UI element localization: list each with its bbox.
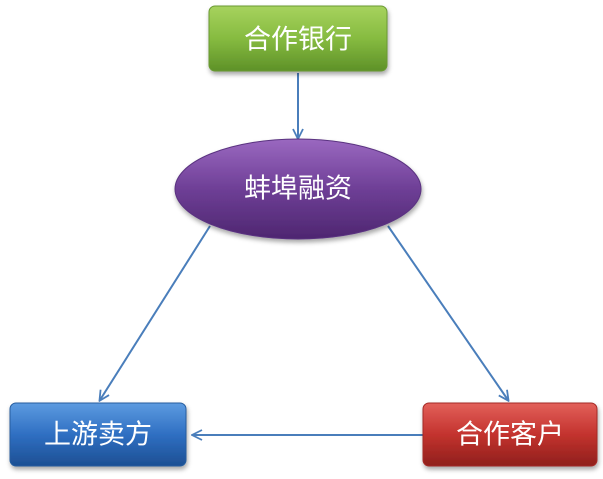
node-seller-label: 上游卖方 xyxy=(44,420,152,451)
edge-center-to-seller xyxy=(100,225,211,400)
node-center: 蚌埠融资 xyxy=(174,138,422,240)
node-seller: 上游卖方 xyxy=(9,402,187,467)
node-customer-label: 合作客户 xyxy=(456,420,564,451)
edge-center-to-customer xyxy=(387,225,508,400)
edges xyxy=(100,73,508,435)
node-bank-label: 合作银行 xyxy=(244,25,352,56)
node-bank: 合作银行 xyxy=(208,5,388,72)
node-customer: 合作客户 xyxy=(422,402,598,467)
node-center-label: 蚌埠融资 xyxy=(244,174,352,205)
